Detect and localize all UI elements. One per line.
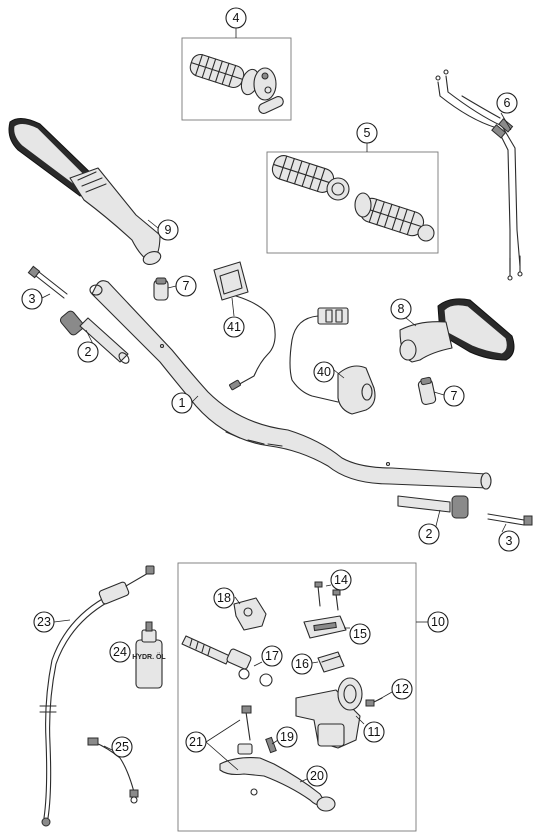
callout-14: 14	[330, 569, 352, 591]
callout-14-number: 14	[334, 573, 348, 587]
callout-23: 23	[33, 611, 55, 633]
callout-20: 20	[306, 765, 328, 787]
callout-17-number: 17	[265, 649, 279, 663]
master-cylinder-parts	[181, 581, 383, 812]
oil-bottle-label: HYDR. ÖL	[132, 652, 166, 661]
group-frame-brake-master-cylinder	[177, 562, 417, 832]
callout-1: 1	[171, 392, 193, 414]
callout-2-bottom: 2	[418, 523, 440, 545]
kill-switch-part	[289, 307, 376, 415]
callout-41: 41	[223, 316, 245, 338]
callout-7-top: 7	[175, 275, 197, 297]
oil-bottle-part: HYDR. ÖL	[132, 621, 166, 689]
bolt-part-bottom	[487, 513, 533, 526]
callout-6-number: 6	[504, 96, 511, 110]
callout-3-bottom: 3	[498, 530, 520, 552]
callout-19-number: 19	[280, 730, 294, 744]
cable-part	[39, 565, 155, 827]
callout-4-number: 4	[233, 11, 240, 25]
callout-21: 21	[185, 731, 207, 753]
callout-7-top-number: 7	[183, 279, 190, 293]
callout-5: 5	[356, 122, 378, 144]
callout-41-number: 41	[227, 320, 241, 334]
callout-1-number: 1	[179, 396, 186, 410]
callout-40-number: 40	[317, 365, 331, 379]
callout-2-top: 2	[77, 341, 99, 363]
callout-23-number: 23	[37, 615, 51, 629]
group-frame-grips	[266, 151, 439, 254]
throttle-grip-part	[189, 53, 284, 114]
plug-part-bottom	[417, 376, 437, 405]
plug-part-top	[153, 277, 169, 301]
callout-25-number: 25	[115, 740, 129, 754]
callout-15: 15	[349, 623, 371, 645]
callout-3-top: 3	[21, 288, 43, 310]
callout-10-number: 10	[431, 615, 445, 629]
handlebar-part	[89, 280, 492, 490]
callout-24-number: 24	[113, 645, 127, 659]
group-frame-throttle-grip	[181, 37, 292, 121]
bar-insert-part-top	[59, 310, 130, 364]
callout-6: 6	[496, 92, 518, 114]
callout-40: 40	[313, 361, 335, 383]
callout-24: 24	[109, 641, 131, 663]
callout-12: 12	[391, 678, 413, 700]
callout-19: 19	[276, 726, 298, 748]
callout-9-number: 9	[165, 223, 172, 237]
callout-3-bottom-number: 3	[506, 534, 513, 548]
bar-insert-part-bottom	[397, 495, 469, 519]
callout-4: 4	[225, 7, 247, 29]
right-mirror-part	[399, 298, 515, 363]
switch-wiring-part	[213, 261, 276, 391]
callout-11: 11	[363, 721, 385, 743]
callout-3-top-number: 3	[29, 292, 36, 306]
callout-16: 16	[291, 653, 313, 675]
throttle-cables-part	[435, 69, 523, 281]
bolt-part-top	[27, 265, 68, 299]
callout-2-bottom-number: 2	[426, 527, 433, 541]
callout-2-top-number: 2	[85, 345, 92, 359]
sensor-cable-part	[87, 737, 139, 804]
callout-7-bottom: 7	[443, 385, 465, 407]
callout-18-number: 18	[217, 591, 231, 605]
callout-12-number: 12	[395, 682, 409, 696]
callout-17: 17	[261, 645, 283, 667]
callout-18: 18	[213, 587, 235, 609]
leader-lines	[41, 28, 512, 783]
callout-15-number: 15	[353, 627, 367, 641]
callout-5-number: 5	[364, 126, 371, 140]
callout-21-number: 21	[189, 735, 203, 749]
callout-10: 10	[427, 611, 449, 633]
left-mirror-part	[8, 118, 162, 265]
callout-7-bottom-number: 7	[451, 389, 458, 403]
callout-20-number: 20	[310, 769, 324, 783]
callout-25: 25	[111, 736, 133, 758]
callout-8: 8	[390, 298, 412, 320]
grips-part	[271, 155, 435, 242]
callout-9: 9	[157, 219, 179, 241]
callout-11-number: 11	[368, 725, 381, 739]
callout-16-number: 16	[295, 657, 309, 671]
callout-8-number: 8	[398, 302, 405, 316]
